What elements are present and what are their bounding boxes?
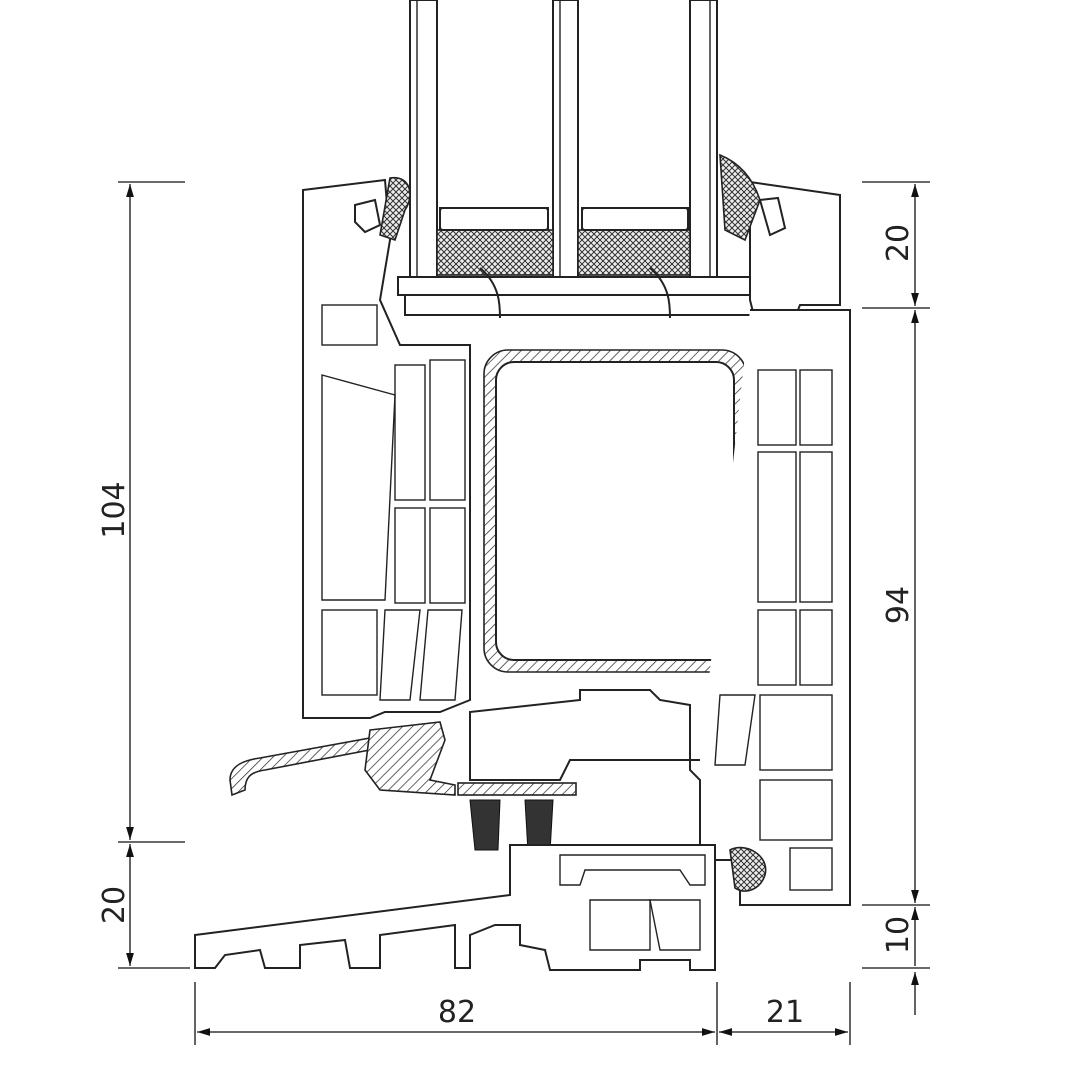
- dimension-lines: [118, 181, 930, 1045]
- frame-profile: [194, 309, 851, 971]
- dim-overall-height: 104: [97, 481, 132, 538]
- dim-frame-height: 94: [881, 586, 916, 624]
- dim-bottom-height-left: 20: [97, 886, 132, 924]
- glazing-panes: [409, 0, 718, 279]
- steel-reinforcement: [483, 349, 747, 673]
- sash-profile: [302, 153, 841, 719]
- dim-bottom-offset-right: 10: [881, 916, 916, 954]
- dim-frame-extension: 21: [766, 995, 804, 1030]
- dim-sash-top-overlap: 20: [881, 224, 916, 262]
- dim-frame-width: 82: [438, 995, 476, 1030]
